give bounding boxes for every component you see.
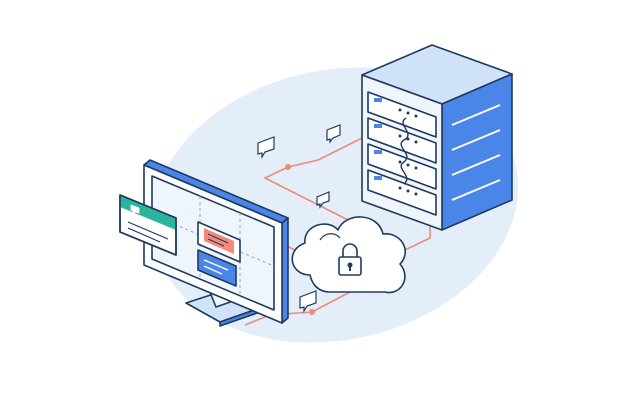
screen-card-blue [197, 249, 237, 287]
chat-bubble-icon [316, 191, 330, 209]
server-rack-icon [361, 44, 513, 231]
server-bay-indicators [374, 98, 382, 180]
lock-icon [338, 243, 362, 276]
screen-card-coral [197, 221, 241, 263]
chat-bubble-icon [326, 124, 341, 144]
chat-bubble-icon [299, 290, 317, 314]
chat-bubble-icon [257, 136, 275, 160]
desktop-monitor-icon [119, 159, 289, 327]
server-side-stripes [451, 104, 501, 201]
cloud-inner-shadow [319, 233, 341, 241]
screen-card-teal [119, 194, 177, 256]
server-cable [400, 117, 409, 185]
cloud-lock-icon [291, 216, 406, 294]
cloud-shape [291, 216, 406, 294]
connector-monitor-cloud [244, 291, 351, 326]
server-drive-bays [367, 91, 437, 216]
message-icon [130, 204, 140, 215]
monitor-side-right [281, 217, 289, 324]
